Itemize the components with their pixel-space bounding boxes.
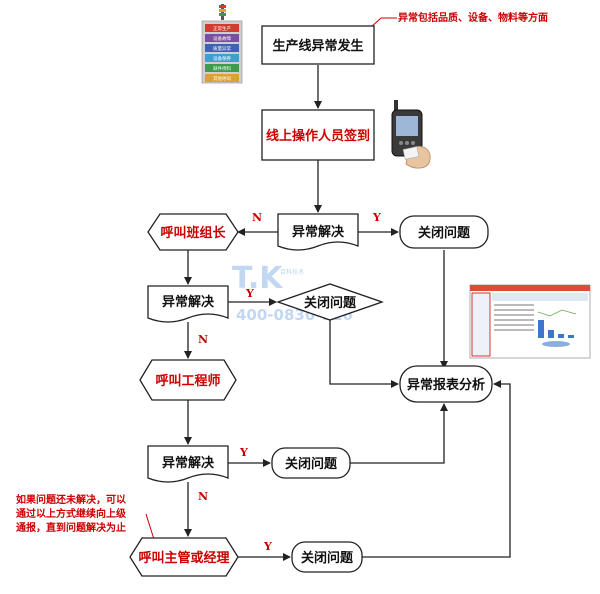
- start-label: 生产线异常发生: [272, 38, 363, 54]
- andon-status-normal: [205, 24, 239, 32]
- close2-label: 关闭问题: [304, 295, 357, 311]
- andon-label: 正常生产: [213, 25, 231, 32]
- signin-label: 线上操作人员签到: [266, 128, 370, 144]
- andon-status-quality: [205, 44, 239, 52]
- call-manager-label: 呼叫主管或经理: [138, 550, 229, 566]
- branch-label-n: N: [252, 211, 262, 224]
- signin-box: [261, 109, 375, 161]
- side-note-line: 如果问题还未解决，可以: [16, 493, 126, 506]
- call-engineer-hexagon: [139, 359, 237, 401]
- handheld-terminal-icon: [391, 100, 431, 169]
- close2-diamond: [276, 283, 384, 321]
- branch-label-n: N: [198, 333, 208, 346]
- andon-tower-icon: 正常生产 设备故障 质量异常 设备保养 缺件待料 其他呼叫: [201, 4, 243, 84]
- start-box: [261, 25, 375, 65]
- call-engineer-label: 呼叫工程师: [155, 373, 220, 389]
- resolve2-document-shape: [147, 285, 229, 323]
- call-leader-hexagon: [147, 213, 239, 251]
- andon-status-equipment: [205, 34, 239, 42]
- andon-label: 质量异常: [213, 45, 231, 52]
- report-box: [399, 365, 493, 403]
- resolve1-label: 异常解决: [292, 224, 345, 240]
- branch-label-y: Y: [263, 540, 272, 553]
- branch-label-y: Y: [245, 287, 254, 300]
- side-note-line: 通过以上方式继续向上级: [16, 507, 127, 520]
- close1-box: [399, 215, 489, 249]
- branch-label-y: Y: [372, 211, 381, 224]
- andon-label: 设备保养: [213, 55, 231, 62]
- close1-label: 关闭问题: [418, 225, 471, 241]
- connectors: [184, 65, 511, 561]
- resolve2-label: 异常解决: [162, 294, 215, 310]
- andon-label: 其他呼叫: [213, 75, 231, 82]
- resolve1-document-shape: [277, 213, 359, 251]
- branch-label-n: N: [198, 490, 208, 503]
- close4-box: [291, 541, 363, 573]
- watermark-tag: 百科技术: [280, 268, 304, 276]
- report-label: 异常报表分析: [407, 377, 485, 393]
- resolve3-label: 异常解决: [162, 455, 215, 471]
- watermark-logo: T.K: [232, 261, 284, 296]
- branch-label-y: Y: [239, 446, 248, 459]
- andon-status-material: [205, 64, 239, 72]
- andon-label: 设备故障: [213, 35, 231, 42]
- andon-status-other: [205, 74, 239, 82]
- close4-label: 关闭问题: [301, 550, 354, 566]
- close3-box: [271, 447, 351, 479]
- close3-label: 关闭问题: [285, 456, 338, 472]
- resolve3-document-shape: [147, 445, 229, 483]
- top-note: 异常包括品质、设备、物料等方面: [398, 11, 548, 24]
- andon-label: 缺件待料: [213, 65, 231, 72]
- call-manager-hexagon: [129, 537, 239, 577]
- report-software-screenshot-icon: [469, 284, 591, 359]
- call-leader-label: 呼叫班组长: [160, 225, 226, 241]
- top-note-leader: [369, 17, 397, 29]
- side-note-line: 通报，直到问题解决为止: [16, 521, 126, 534]
- andon-status-maintenance: [205, 54, 239, 62]
